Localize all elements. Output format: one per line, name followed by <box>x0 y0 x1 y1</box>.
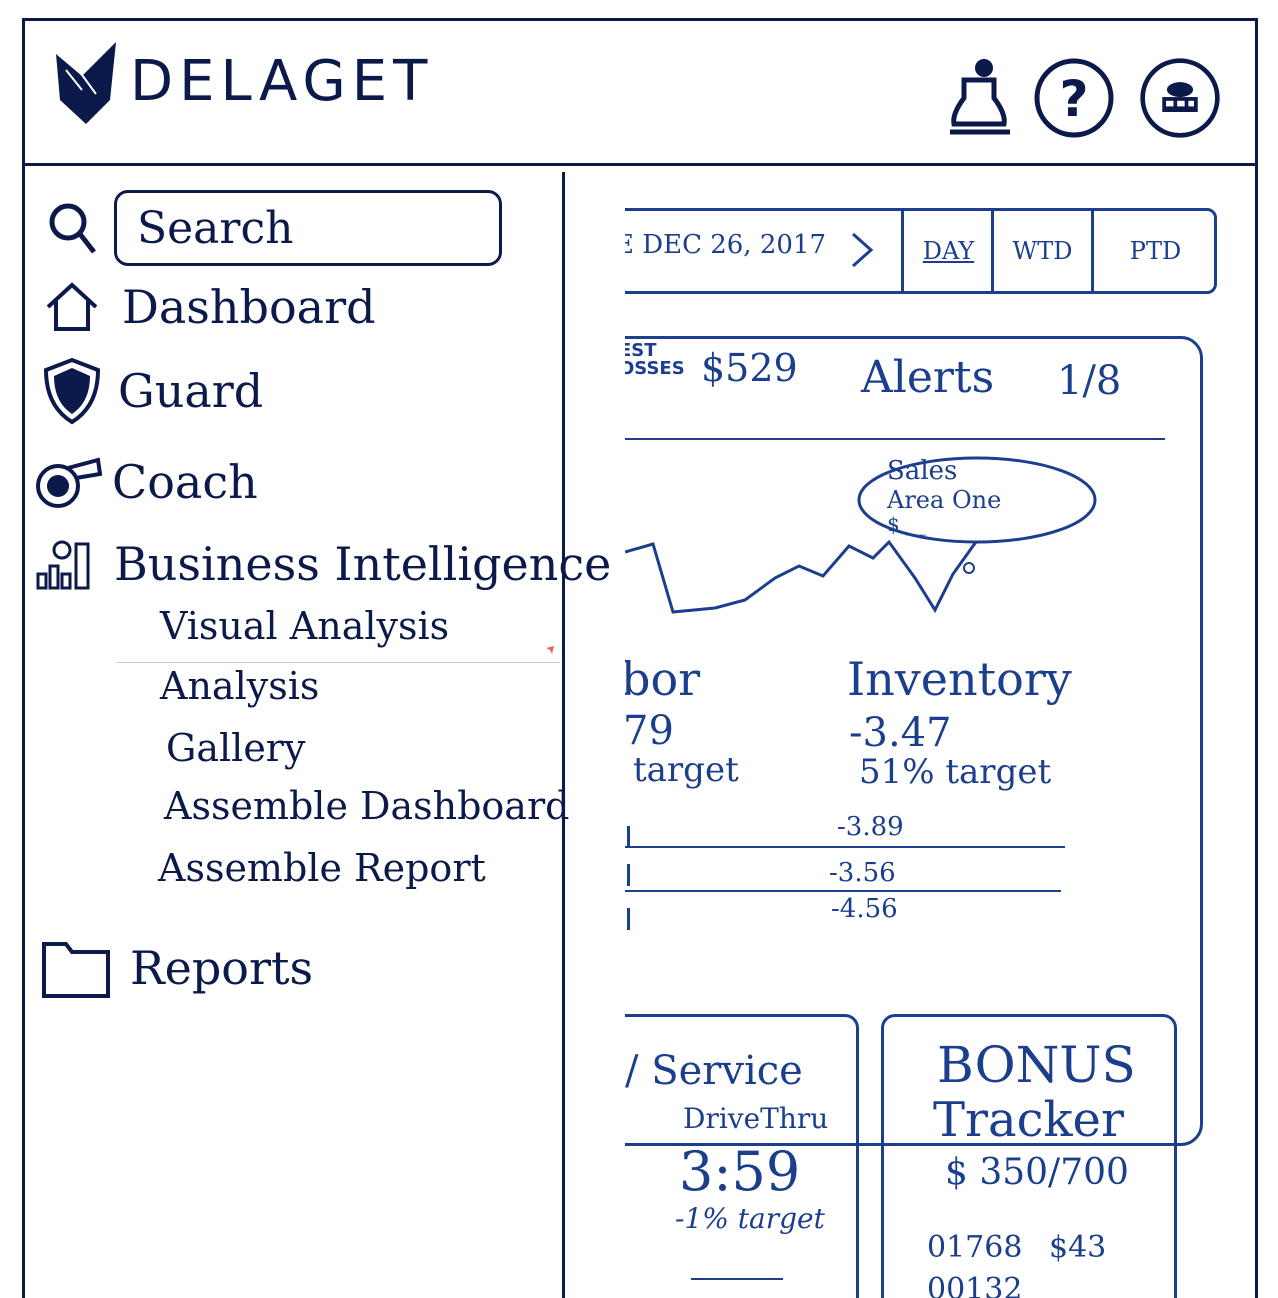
losses-label-line1: EST <box>625 340 657 361</box>
sidebar-divider <box>562 172 565 1298</box>
bonus-row-value: $43 <box>1049 1230 1107 1265</box>
sub-item-separator <box>116 662 560 663</box>
labor-title: bor <box>625 652 701 706</box>
inventory-row-value: -3.56 <box>829 858 896 888</box>
nav-label-coach: Coach <box>112 455 258 509</box>
chevron-right-icon[interactable] <box>847 230 877 270</box>
bonus-title-line1: BONUS <box>937 1036 1136 1094</box>
sales-trend-line <box>625 527 989 614</box>
nav-label-reports: Reports <box>130 941 314 995</box>
sub-item-analysis[interactable]: Analysis <box>160 664 320 708</box>
nav-item-business-intelligence[interactable]: Business Intelligence <box>36 536 611 592</box>
inventory-row-value: -4.56 <box>831 894 898 924</box>
nav-item-dashboard[interactable]: Dashboard <box>44 280 376 334</box>
sub-item-assemble-dashboard[interactable]: Assemble Dashboard <box>164 784 570 828</box>
nav-label-guard: Guard <box>118 364 264 418</box>
bonus-amount: $ 350/700 <box>945 1152 1129 1193</box>
callout-line1: Sales <box>887 456 958 486</box>
period-tab-wtd[interactable]: WTD <box>991 208 1091 294</box>
sub-item-visual-analysis[interactable]: Visual Analysis <box>160 604 450 648</box>
period-tab-label: PTD <box>1129 237 1182 265</box>
main-content: E DEC 26, 2017 DAY WTD PTD EST OSSES $52… <box>625 172 1265 1298</box>
sales-trend-point <box>963 562 975 574</box>
inventory-title[interactable]: Inventory <box>847 652 1072 706</box>
help-question-mark: ? <box>1059 70 1088 128</box>
period-tab-day[interactable]: DAY <box>901 208 993 294</box>
alerts-count: 1/8 <box>1057 358 1122 404</box>
losses-label: EST OSSES <box>625 342 685 378</box>
bonus-row-id: 00132 <box>927 1272 1023 1298</box>
delaget-logo-icon <box>56 42 116 124</box>
alerts-card <box>625 336 1203 1146</box>
service-divider <box>691 1278 783 1280</box>
sales-callout-bubble <box>857 456 1097 544</box>
sub-item-gallery[interactable]: Gallery <box>166 726 306 770</box>
store-icon[interactable] <box>1138 56 1222 140</box>
callout-line3: $ __ <box>887 512 927 536</box>
brand-name: DELAGET <box>130 49 434 114</box>
row-divider <box>625 846 1065 848</box>
service-card <box>625 1014 859 1298</box>
service-value: 3:59 <box>679 1140 801 1203</box>
date-label: E DEC 26, 2017 <box>625 230 827 260</box>
nav-label-dashboard: Dashboard <box>122 280 376 334</box>
search-input[interactable] <box>114 190 502 266</box>
period-tab-label: DAY <box>922 237 975 265</box>
period-tab-ptd[interactable]: PTD <box>1091 208 1217 294</box>
alerts-divider <box>625 438 1165 440</box>
row-divider <box>625 890 1061 892</box>
app-frame <box>22 18 1258 1298</box>
cursor-arrow-icon <box>542 646 554 658</box>
whistle-icon <box>36 457 103 508</box>
bonus-row-id: 01768 <box>927 1230 1023 1265</box>
top-header <box>22 18 1258 166</box>
sub-item-assemble-report[interactable]: Assemble Report <box>158 846 486 890</box>
losses-value: $529 <box>701 346 798 390</box>
callout-line2: Area One <box>887 486 1002 514</box>
folder-icon <box>42 942 110 998</box>
losses-label-line2: OSSES <box>625 358 685 379</box>
labor-value: 79 <box>625 708 674 754</box>
service-target: -1% target <box>675 1202 825 1235</box>
nav-item-reports[interactable]: Reports <box>40 936 313 1000</box>
labor-row-tick <box>627 826 630 848</box>
nav-label-business-intelligence: Business Intelligence <box>114 537 612 591</box>
inventory-value: -3.47 <box>849 710 952 756</box>
bonus-title-line2: Tracker <box>933 1092 1124 1148</box>
period-tab-label: WTD <box>1012 237 1073 265</box>
bell-icon[interactable] <box>944 58 1014 138</box>
shield-icon <box>43 357 101 425</box>
labor-target: target <box>633 750 739 790</box>
service-title: / Service <box>625 1048 803 1094</box>
nav-item-coach[interactable]: Coach <box>32 452 258 512</box>
nav-item-guard[interactable]: Guard <box>40 356 263 426</box>
help-icon[interactable]: ? <box>1032 56 1116 140</box>
bar-chart-icon <box>36 540 90 590</box>
labor-row-tick <box>627 864 630 886</box>
date-bar <box>625 208 1217 294</box>
service-subtitle: DriveThru <box>683 1102 829 1135</box>
search-icon <box>49 203 96 254</box>
inventory-row-value: -3.89 <box>837 812 904 842</box>
inventory-target: 51% target <box>859 752 1052 792</box>
sales-trend-chart <box>625 527 989 614</box>
labor-row-tick <box>627 908 630 930</box>
home-icon <box>46 282 98 331</box>
bonus-tracker-card <box>881 1014 1177 1298</box>
alerts-title[interactable]: Alerts <box>861 352 995 403</box>
